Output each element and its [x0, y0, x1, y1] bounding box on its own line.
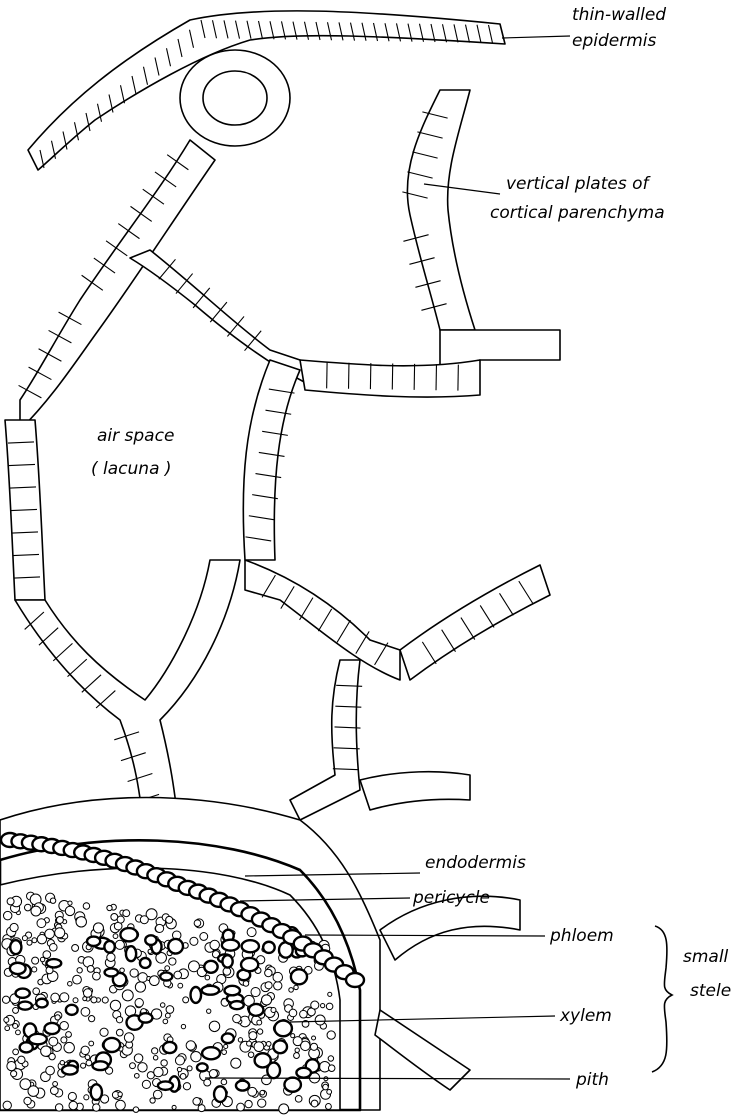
label-epidermis-1: thin-walled: [572, 5, 666, 25]
label-pericycle: pericycle: [412, 888, 490, 908]
label-phloem: phloem: [549, 926, 614, 946]
label-air-space-1: air space: [97, 426, 174, 446]
stele-brace: [652, 926, 672, 1072]
label-epidermis-2: epidermis: [572, 31, 656, 51]
label-endodermis: endodermis: [425, 853, 526, 873]
cortical-parenchyma-network: [5, 50, 560, 840]
label-air-space-2: ( lacuna ): [91, 459, 172, 479]
small-stele: [0, 798, 520, 1114]
label-stele-2: stele: [690, 981, 731, 1001]
label-pith: pith: [575, 1070, 609, 1090]
label-plates-2: cortical parenchyma: [490, 203, 665, 223]
label-plates-1: vertical plates of: [506, 174, 652, 194]
label-stele-1: small: [683, 947, 729, 967]
leader-epidermis: [502, 36, 570, 38]
label-xylem: xylem: [559, 1006, 612, 1026]
